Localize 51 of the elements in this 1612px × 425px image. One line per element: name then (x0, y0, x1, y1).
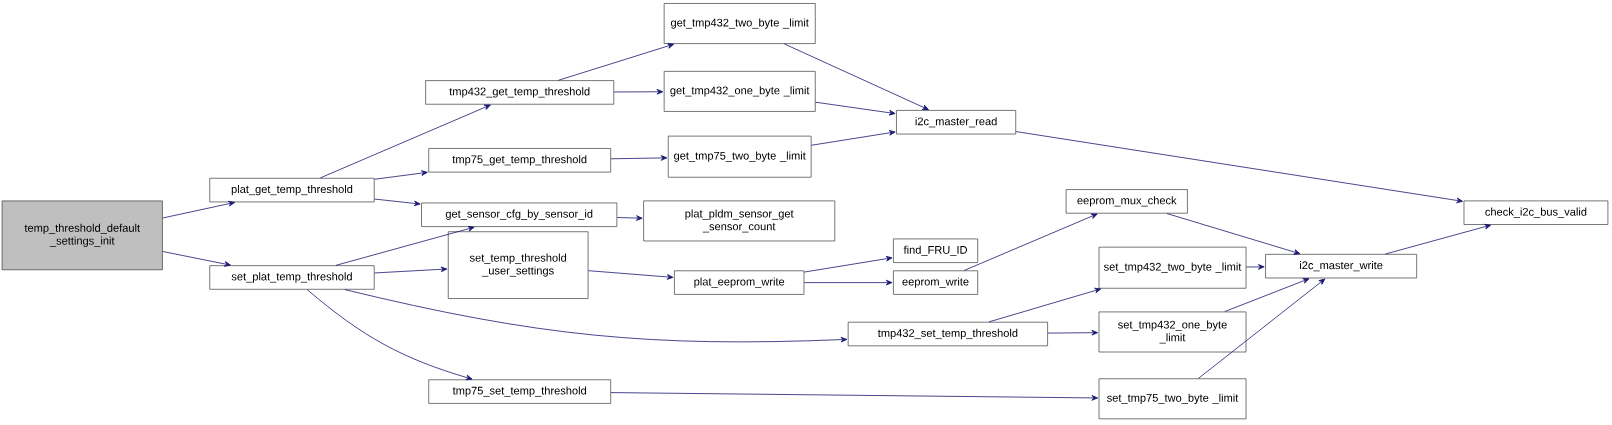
arrow (374, 198, 421, 207)
function-box: set_tmp432_two_byte _limit (1098, 246, 1247, 289)
arrow (616, 215, 643, 221)
arrow (335, 226, 475, 266)
arrow (1385, 223, 1492, 255)
arrow (374, 170, 428, 180)
function-box: set_tmp75_two_byte _limit (1098, 378, 1247, 420)
function-box: set_tmp432_one_byte _limit (1098, 311, 1247, 353)
function-box: find_FRU_ID (893, 238, 979, 263)
function-box: tmp75_get_temp_threshold (428, 148, 611, 173)
function-box: plat_eeprom_write (674, 270, 805, 295)
arrow (610, 392, 1099, 401)
function-box: get_tmp432_two_byte _limit (663, 3, 816, 44)
arrow (1224, 278, 1310, 312)
arrow (803, 255, 893, 273)
function-box: i2c_master_write (1265, 254, 1417, 279)
function-box: check_i2c_bus_valid (1463, 200, 1609, 225)
function-box: eeprom_write (893, 270, 979, 295)
arrow (988, 287, 1102, 323)
arrow (1245, 264, 1265, 270)
function-box: plat_pldm_sensor_get _sensor_count (643, 200, 836, 242)
arrow (1047, 329, 1099, 336)
function-box: get_sensor_cfg_by_sensor_id (421, 202, 618, 227)
function-box: get_tmp75_two_byte _limit (667, 135, 812, 178)
arrow (610, 155, 668, 161)
arrow (374, 266, 448, 274)
function-box: eeprom_mux_check (1065, 189, 1188, 214)
arrow (319, 104, 491, 179)
arrow (613, 88, 664, 95)
arrow (1166, 213, 1301, 255)
function-box: get_tmp432_one_byte _limit (663, 71, 816, 112)
function-box: set_plat_temp_threshold (209, 265, 375, 290)
arrow (1015, 131, 1463, 204)
function-box: temp_threshold_default _settings_init (1, 200, 163, 271)
arrow (815, 101, 896, 116)
function-box: tmp432_set_temp_threshold (847, 321, 1048, 347)
function-box: tmp75_set_temp_threshold (428, 379, 611, 404)
arrow (558, 43, 675, 81)
arrow (162, 251, 231, 267)
arrow (344, 289, 848, 343)
function-box: set_temp_threshold _user_settings (447, 231, 589, 299)
arrow (811, 130, 896, 146)
arrow (306, 289, 473, 381)
arrow (162, 200, 235, 219)
arrow (783, 43, 929, 111)
function-box: i2c_master_read (896, 110, 1017, 135)
function-box: tmp432_get_temp_threshold (425, 80, 615, 105)
arrow (963, 213, 1098, 271)
arrow (588, 270, 674, 280)
arrow (803, 279, 893, 286)
function-box: plat_get_temp_threshold (209, 177, 375, 203)
